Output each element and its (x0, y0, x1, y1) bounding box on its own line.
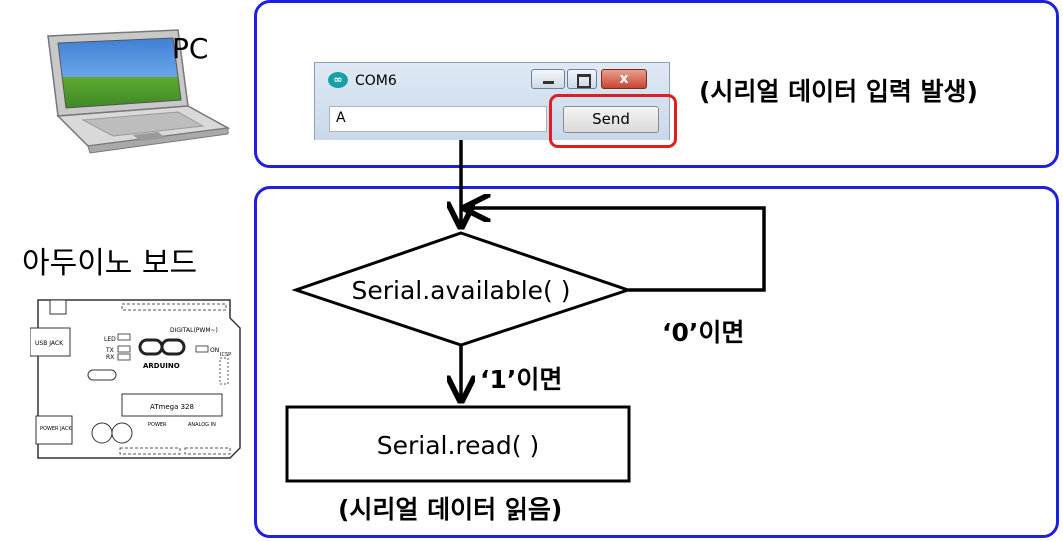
send-button[interactable]: Send (563, 106, 659, 133)
usb-jack-text: USB JACK (35, 340, 64, 347)
analog-header-text: ANALOG IN (188, 422, 216, 428)
close-icon: x (619, 71, 629, 87)
on-text: ON (210, 347, 219, 354)
digital-text: DIGITAL(PWM~) (170, 327, 218, 334)
close-button[interactable]: x (601, 69, 647, 89)
arduino-board-illustration: USB JACK POWER JACK DIGITAL(PWM~) LED TX… (29, 298, 242, 460)
rx-text: RX (106, 354, 114, 361)
process-node (285, 405, 631, 483)
serial-monitor-title: COM6 (355, 73, 397, 89)
icsp-text: ICSP (220, 352, 231, 358)
laptop-icon (47, 29, 231, 154)
send-button-highlight (549, 94, 677, 148)
minimize-icon (543, 81, 554, 84)
one-branch-label: ‘1’이면 (480, 365, 563, 394)
arduino-brand-text: ARDUINO (143, 362, 180, 370)
maximize-button[interactable] (567, 69, 597, 89)
maximize-icon (577, 74, 591, 88)
serial-input-caption: (시리얼 데이터 입력 발생) (699, 77, 978, 106)
serial-monitor-window: ∞ COM6 x A Send (314, 62, 670, 140)
arduino-app-icon: ∞ (328, 72, 348, 88)
arduino-board-icon: USB JACK POWER JACK DIGITAL(PWM~) LED TX… (29, 299, 241, 459)
pc-label: PC (172, 32, 209, 65)
power-header-text: POWER (148, 422, 167, 428)
led-text: LED (104, 336, 116, 343)
arduino-board-label: 아두이노 보드 (22, 246, 198, 281)
arduino-flowchart-panel (254, 186, 1059, 538)
chip-text: ATmega 328 (150, 403, 194, 411)
serial-input-field[interactable]: A (329, 106, 547, 132)
pc-laptop-illustration (28, 28, 233, 158)
tx-text: TX (105, 347, 114, 354)
zero-branch-label: ‘0’이면 (662, 318, 745, 347)
serial-read-caption: (시리얼 데이터 읽음) (338, 495, 563, 524)
loop-back-arrow (466, 208, 766, 292)
process-text: Serial.read( ) (377, 431, 539, 460)
power-jack-text: POWER JACK (40, 426, 72, 432)
minimize-button[interactable] (531, 69, 565, 89)
pc-serial-input-panel (254, 0, 1059, 168)
decision-text: Serial.available( ) (352, 276, 571, 305)
